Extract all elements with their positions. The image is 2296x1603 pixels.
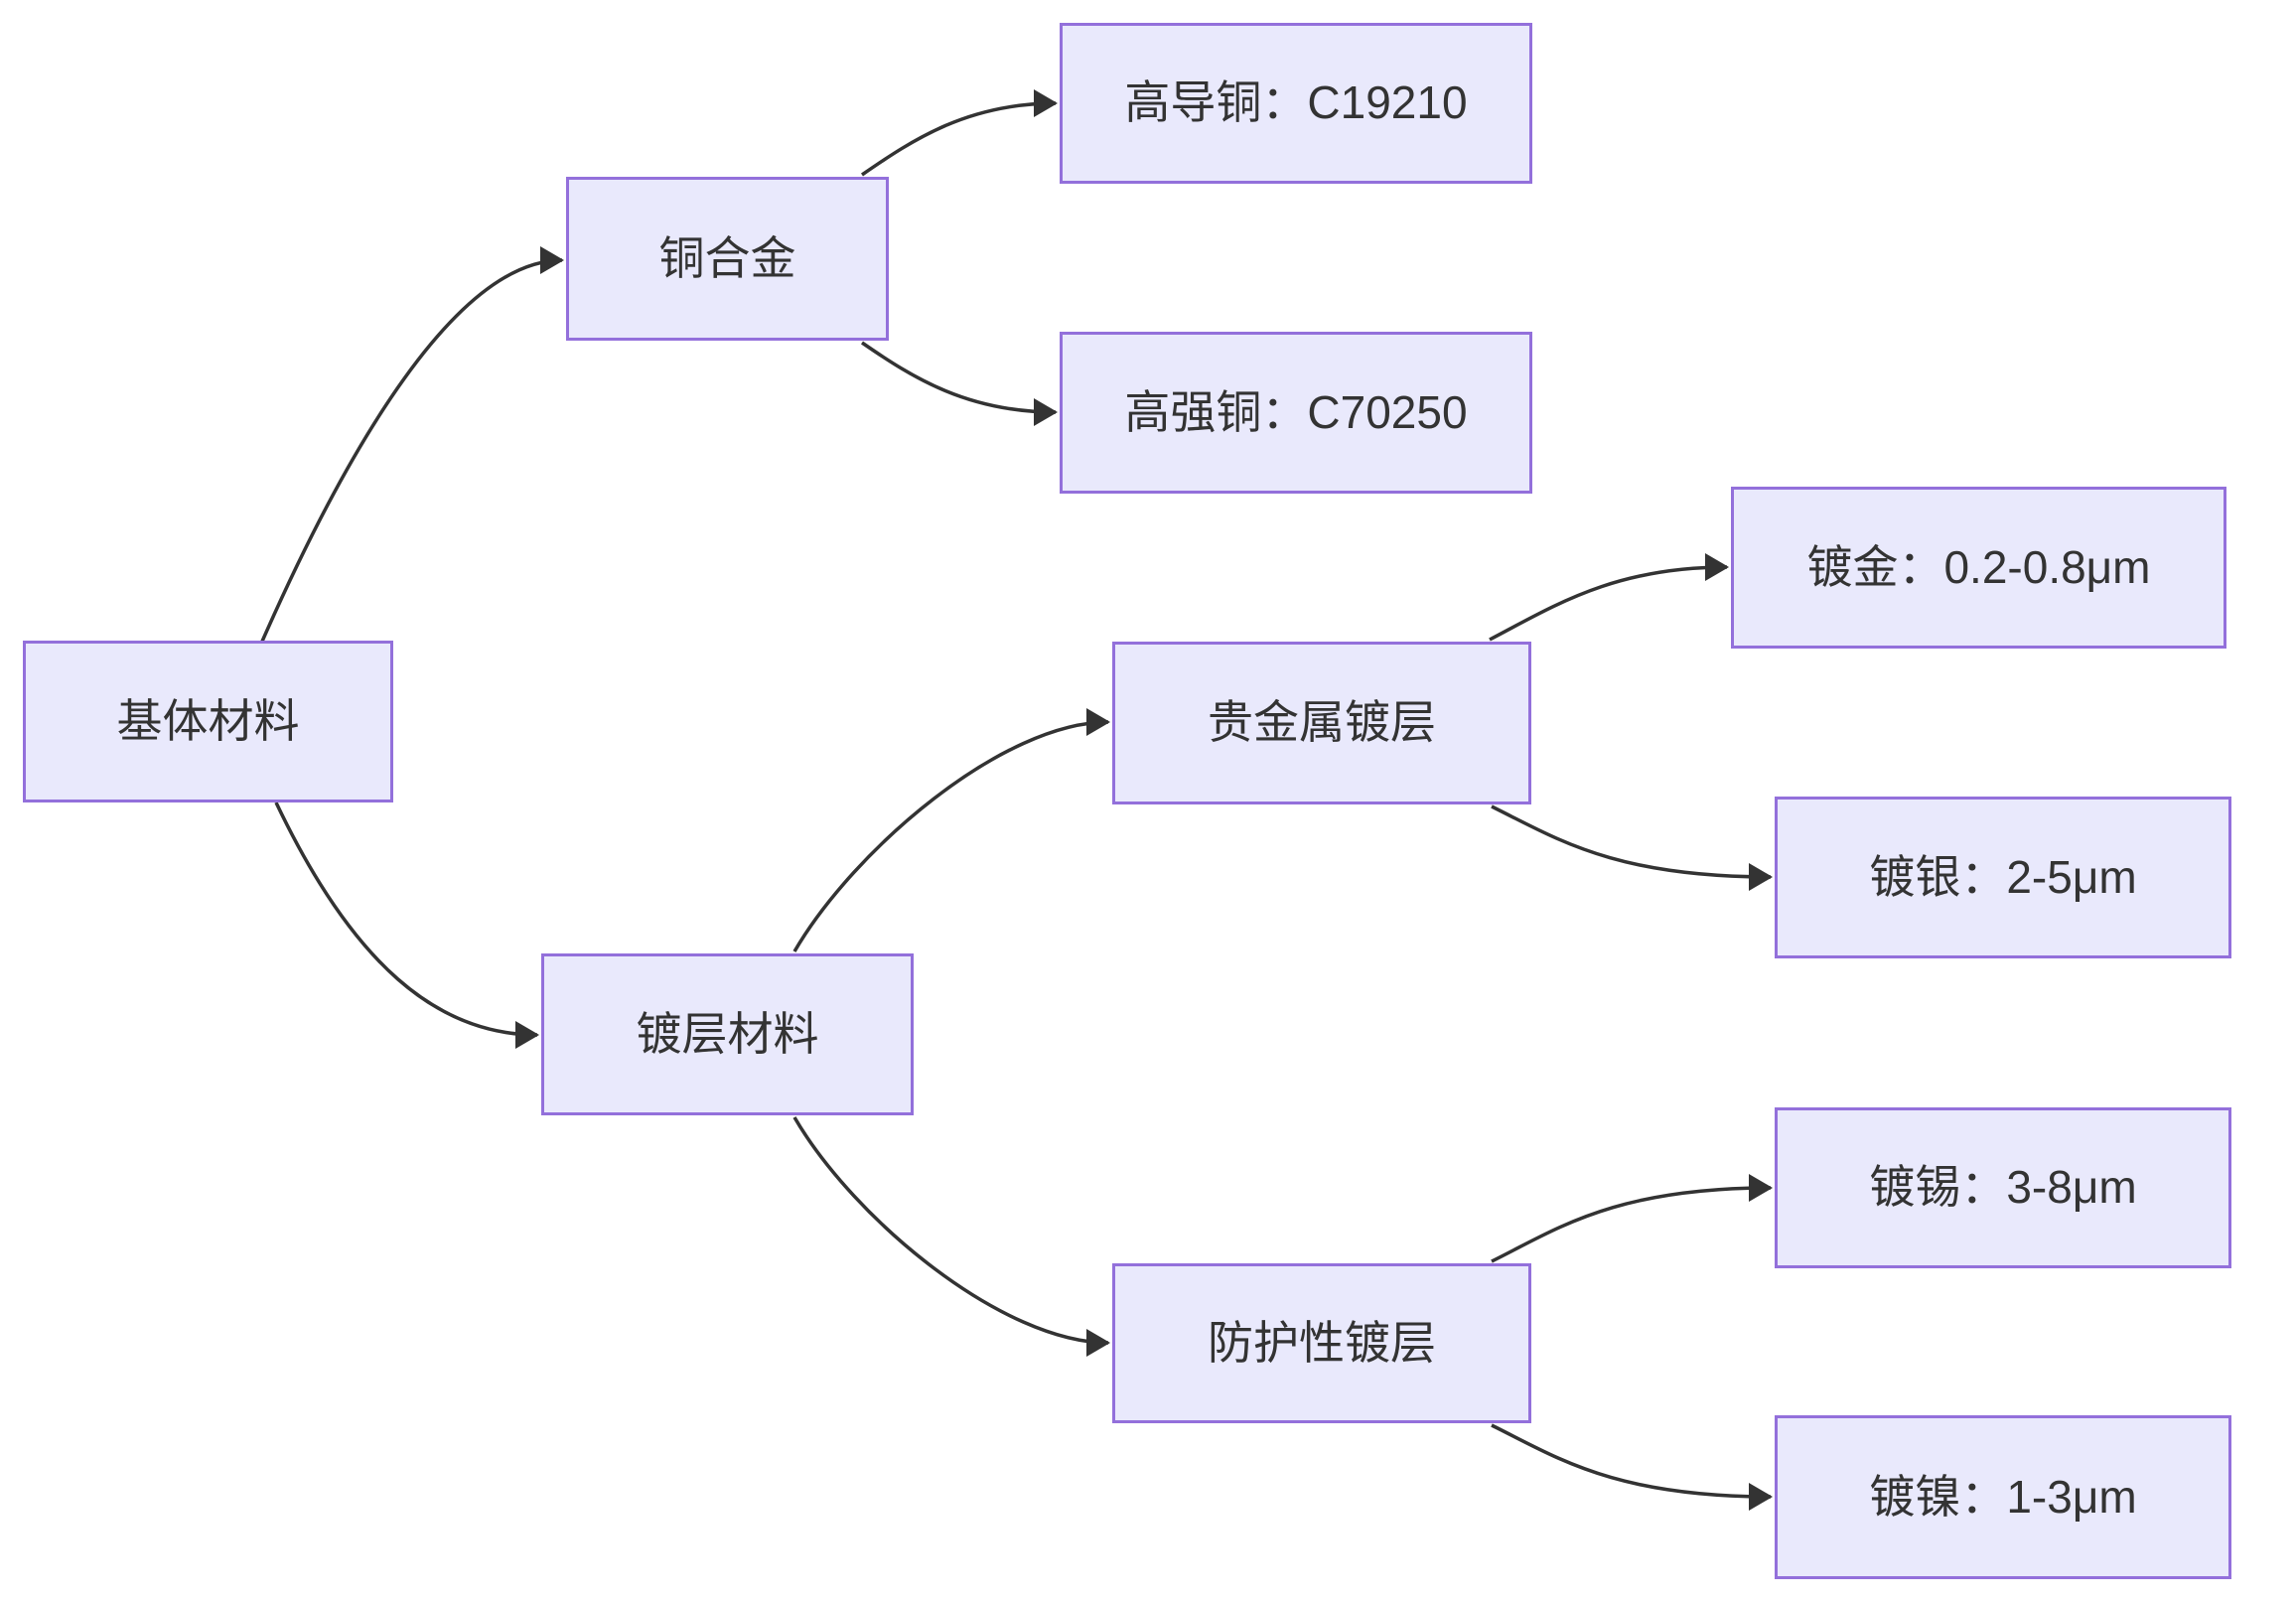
node-plating-material: 镀层材料 [541, 953, 914, 1115]
node-precious-metal-plating: 贵金属镀层 [1112, 642, 1531, 804]
node-nickel-plating: 镀镍：1-3μm [1775, 1415, 2231, 1579]
edge-copper-alloy-to-high-strength [861, 341, 1058, 426]
node-tin-plating: 镀锡：3-8μm [1775, 1107, 2231, 1268]
edge-precious-to-gold [1489, 553, 1729, 642]
edge-copper-alloy-to-high-conductivity [861, 89, 1058, 177]
edge-plating-material-to-protective [792, 1116, 1110, 1357]
edge-protective-to-tin [1491, 1174, 1773, 1263]
edge-protective-to-nickel [1491, 1423, 1773, 1511]
edge-base-to-plating-material [274, 802, 539, 1049]
node-copper-alloy: 铜合金 [566, 177, 889, 341]
edge-precious-to-silver [1491, 804, 1773, 891]
node-base-material: 基体材料 [23, 641, 393, 802]
node-silver-plating: 镀银：2-5μm [1775, 797, 2231, 958]
edge-base-to-copper-alloy [259, 246, 564, 645]
node-protective-plating: 防护性镀层 [1112, 1263, 1531, 1423]
node-high-strength-copper: 高强铜：C70250 [1060, 332, 1532, 494]
node-gold-plating: 镀金：0.2-0.8μm [1731, 487, 2226, 649]
node-high-conductivity-copper: 高导铜：C19210 [1060, 23, 1532, 184]
edge-plating-material-to-precious [792, 708, 1110, 952]
